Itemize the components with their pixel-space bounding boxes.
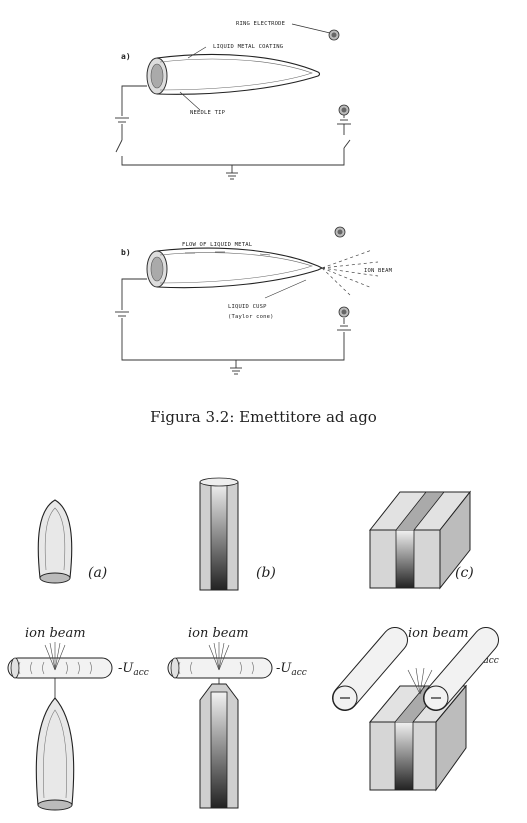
- needle-emitter-diagram: a) RING ELECTRODE LIQUID METAL COATING N…: [115, 21, 393, 375]
- ion-beam-rays-1: [44, 642, 66, 671]
- emitter-types-diagram: (a) (b) (c) ion beam: [7, 477, 499, 811]
- ion-beam-label-b: ION BEAM: [364, 268, 393, 274]
- ion-beam-label-3: ion beam: [408, 626, 469, 641]
- extractor-electrode-a: [338, 104, 350, 116]
- circuit-a: [115, 85, 351, 180]
- needle-b: [146, 247, 324, 289]
- ring-electrode-label: RING ELECTRODE: [236, 21, 285, 27]
- ion-beam-rays-b: [321, 249, 379, 296]
- ion-beam-label-1: ion beam: [25, 626, 86, 641]
- needle-a: [146, 53, 321, 95]
- circuit-b: [115, 278, 351, 375]
- extraction-rod-left: [332, 627, 408, 711]
- needle-emitter-a: [37, 499, 73, 584]
- ring-electrode-b: [334, 226, 346, 238]
- extractor-electrode-b: [338, 306, 350, 318]
- panel-b-tag: b): [121, 248, 131, 257]
- panel-b-label: (b): [256, 565, 276, 581]
- ion-beam-label-2: ion beam: [188, 626, 249, 641]
- ion-beam-rays-3: [407, 667, 433, 695]
- blade-emitter-3: [368, 684, 468, 792]
- needle-emitter-1: [35, 678, 75, 811]
- panel-c-label: (c): [455, 565, 474, 581]
- voltage-label-2: -Uacc: [276, 661, 307, 678]
- voltage-label-1: -Uacc: [118, 661, 149, 678]
- ring-electrode-a: [291, 23, 340, 41]
- extraction-rod-right: [423, 627, 499, 711]
- figure-caption: Figura 3.2: Emettitore ad ago: [150, 408, 377, 426]
- flow-of-liquid-metal-label: FLOW OF LIQUID METAL: [182, 242, 253, 248]
- ion-beam-rays-2: [208, 642, 230, 671]
- panel-a-label: (a): [88, 565, 107, 581]
- taylor-cone-label: (Taylor cone): [228, 314, 274, 320]
- panel-a-tag: a): [121, 52, 131, 61]
- capillary-emitter-b: [199, 477, 239, 591]
- extraction-ring-1: [7, 657, 113, 679]
- liquid-metal-coating-label: LIQUID METAL COATING: [213, 44, 283, 50]
- needle-tip-label: NEEDLE TIP: [190, 110, 226, 116]
- blade-emitter-c: [368, 490, 472, 590]
- liquid-cusp-label: LIQUID CUSP: [228, 304, 267, 310]
- capillary-emitter-2: [199, 678, 239, 809]
